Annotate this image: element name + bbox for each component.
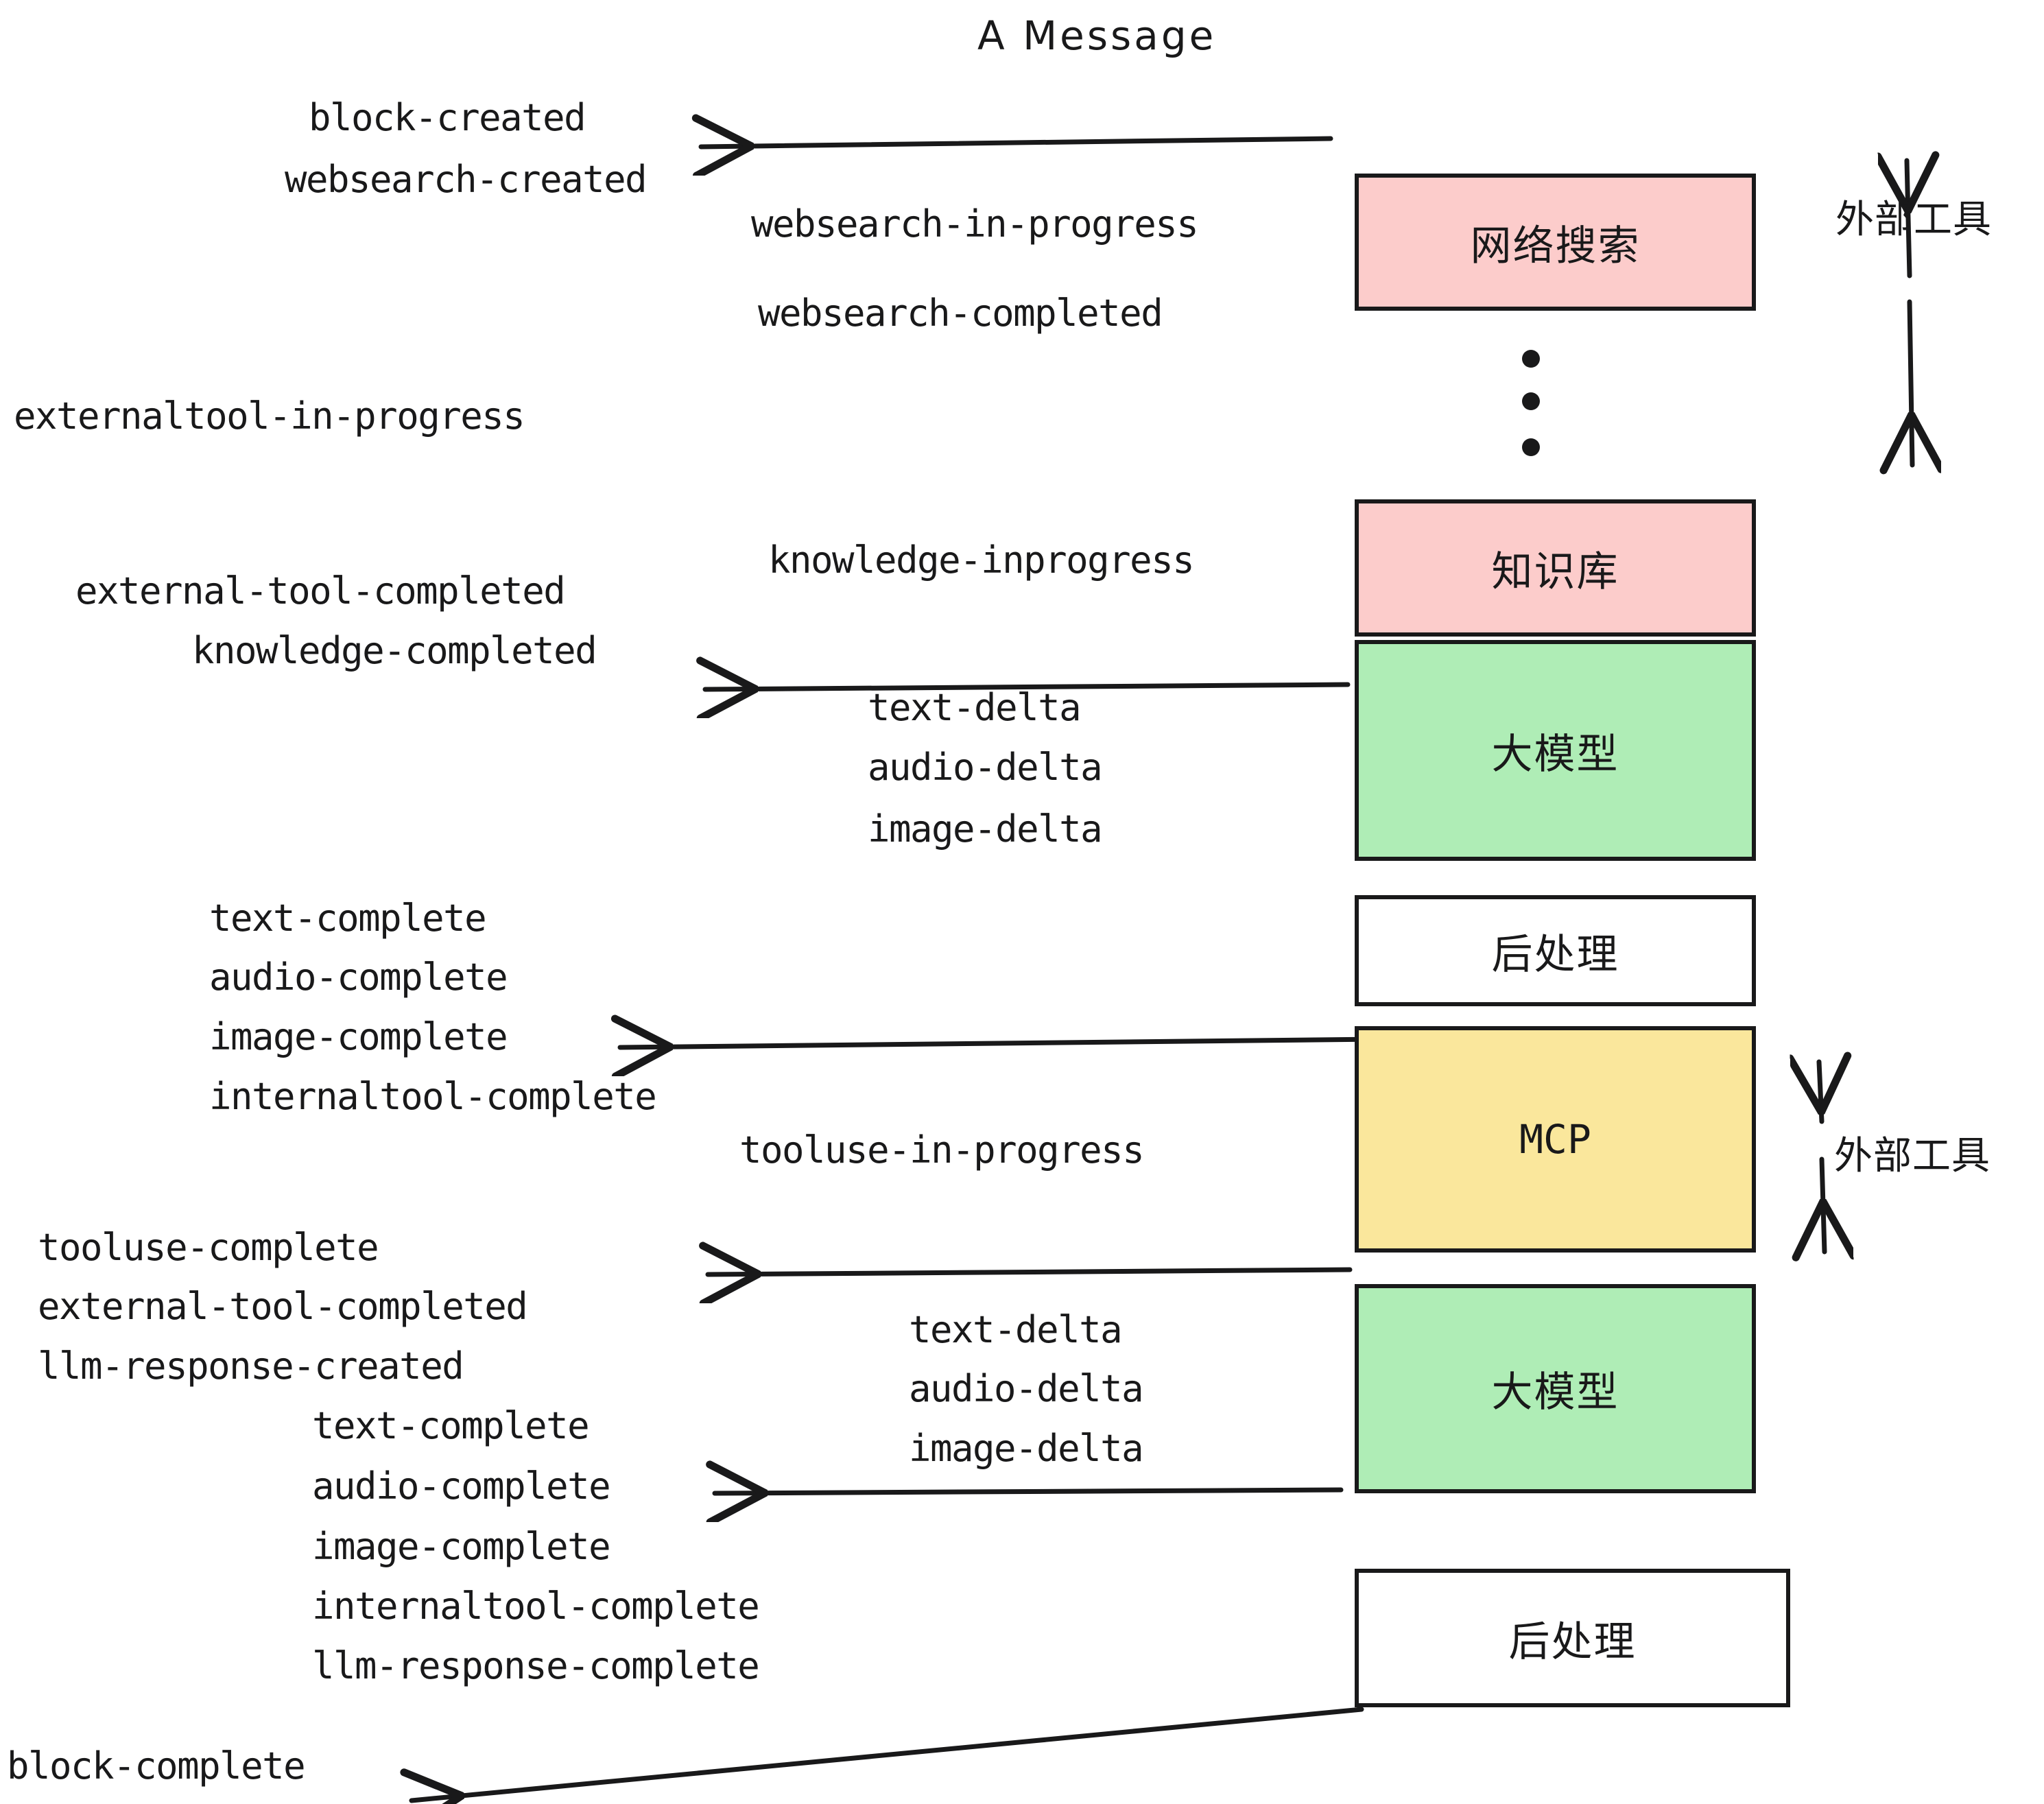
- event-label-text-delta-1: text-delta: [868, 686, 1082, 729]
- event-label-image-delta-1: image-delta: [868, 807, 1103, 851]
- event-label-text-complete-2: text-complete: [312, 1404, 590, 1447]
- event-label-websearch-created: websearch-created: [285, 158, 647, 201]
- bracket-label-external-tool-lower: 外部工具: [1834, 1134, 1990, 1178]
- page-title: A Message: [977, 12, 1217, 59]
- event-label-websearch-completed: websearch-completed: [758, 292, 1163, 335]
- event-label-websearch-in-progress: websearch-in-progress: [751, 202, 1199, 246]
- event-label-block-created: block-created: [309, 96, 586, 139]
- event-label-image-delta-2: image-delta: [909, 1427, 1144, 1470]
- event-label-audio-complete-1: audio-complete: [209, 956, 508, 999]
- event-label-internaltool-complete-1: internaltool-complete: [209, 1075, 657, 1118]
- event-label-llm-response-created: llm-response-created: [38, 1344, 464, 1388]
- event-label-llm-response-complete: llm-response-complete: [312, 1644, 760, 1687]
- event-label-external-tool-completed-2: external-tool-completed: [38, 1285, 528, 1328]
- event-label-knowledge-completed: knowledge-completed: [192, 629, 597, 672]
- event-label-audio-delta-2: audio-delta: [909, 1367, 1144, 1410]
- node-llm-1[interactable]: 大模型: [1355, 640, 1756, 861]
- bracket-up-arrow-external-tool-lower: [1819, 1062, 1822, 1124]
- node-knowledge[interactable]: 知识库: [1355, 499, 1756, 637]
- event-label-text-delta-2: text-delta: [909, 1308, 1123, 1351]
- event-label-block-complete: block-complete: [7, 1744, 306, 1788]
- bracket-down-arrow-external-tool-lower: [1822, 1156, 1825, 1252]
- event-label-tooluse-complete: tooluse-complete: [38, 1226, 379, 1269]
- arrow-block-created-arrow: [701, 139, 1333, 147]
- event-label-tooluse-in-progress: tooluse-in-progress: [739, 1128, 1145, 1172]
- node-llm-2[interactable]: 大模型: [1355, 1284, 1756, 1493]
- event-label-image-complete-1: image-complete: [209, 1015, 508, 1058]
- event-label-external-tool-completed-1: external-tool-completed: [75, 569, 566, 613]
- arrow-image-complete-arrow: [620, 1039, 1381, 1047]
- event-label-internaltool-complete-2: internaltool-complete: [312, 1585, 760, 1628]
- ellipsis-dot: [1522, 392, 1540, 410]
- event-label-knowledge-inprogress: knowledge-inprogress: [768, 538, 1195, 582]
- node-websearch[interactable]: 网络搜索: [1355, 174, 1756, 311]
- node-postprocess-2[interactable]: 后处理: [1355, 1569, 1790, 1707]
- event-label-externaltool-in-progress: externaltool-in-progress: [14, 394, 525, 438]
- ellipsis-dot: [1522, 350, 1540, 368]
- arrow-block-complete-arrow: [412, 1707, 1364, 1801]
- node-postprocess-1[interactable]: 后处理: [1355, 895, 1756, 1006]
- bracket-down-arrow-external-tool-upper: [1910, 299, 1912, 465]
- arrow-audio-complete-arrow: [715, 1490, 1344, 1493]
- event-label-audio-delta-1: audio-delta: [868, 746, 1103, 789]
- bracket-label-external-tool-upper: 外部工具: [1835, 198, 1992, 242]
- node-mcp[interactable]: MCP: [1355, 1026, 1756, 1253]
- event-label-image-complete-2: image-complete: [312, 1525, 611, 1568]
- arrow-tooluse-complete-arrow: [708, 1270, 1353, 1274]
- ellipsis-dot: [1522, 438, 1540, 456]
- event-label-text-complete-1: text-complete: [209, 897, 487, 940]
- event-label-audio-complete-2: audio-complete: [312, 1464, 611, 1508]
